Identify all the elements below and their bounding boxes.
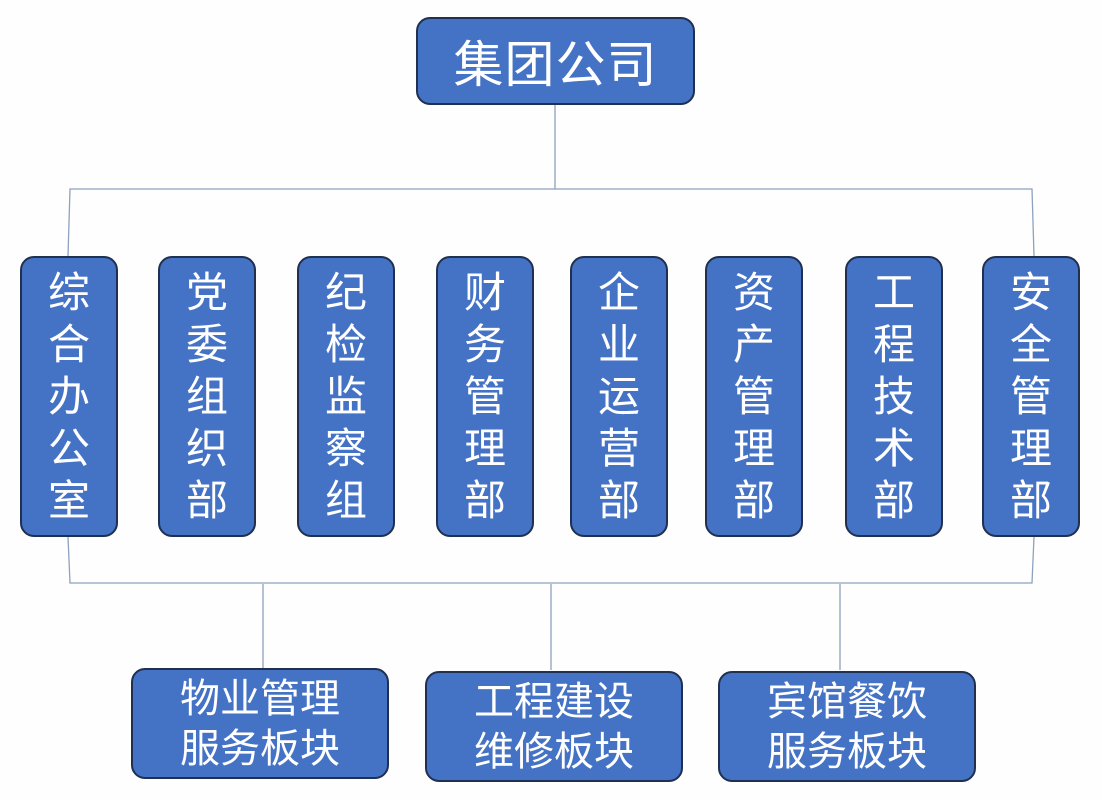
dept-node: 安全管理部 bbox=[982, 256, 1080, 537]
dept-node: 资产管理部 bbox=[705, 256, 803, 537]
segment-node: 工程建设维修板块 bbox=[425, 671, 683, 782]
dept-node: 工程技术部 bbox=[845, 256, 943, 537]
dept-node: 企业运营部 bbox=[570, 256, 668, 537]
segment-node: 物业管理服务板块 bbox=[131, 668, 389, 779]
upper-bus bbox=[67, 188, 1035, 257]
dept-node: 纪检监察组 bbox=[297, 256, 395, 537]
dept-node: 财务管理部 bbox=[436, 256, 534, 537]
root-node-group-company: 集团公司 bbox=[416, 17, 695, 105]
lower-bus bbox=[67, 536, 1035, 584]
dept-node: 综合办公室 bbox=[20, 256, 118, 537]
segment-node: 宾馆餐饮服务板块 bbox=[718, 671, 976, 782]
dept-node: 党委组织部 bbox=[158, 256, 256, 537]
